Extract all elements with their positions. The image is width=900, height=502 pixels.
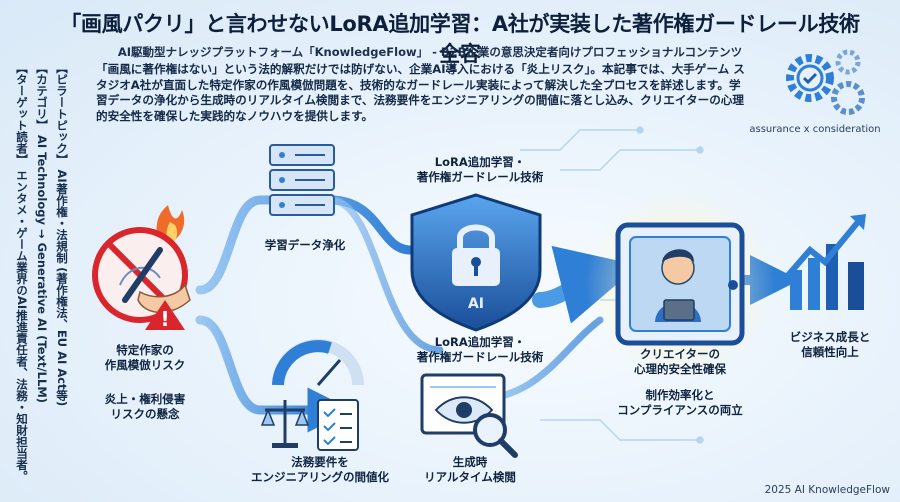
- label-flame: 炎上・権利侵害 リスクの懸念: [104, 392, 186, 421]
- label-lora-mid: LoRA追加学習・ 著作権ガードレール技術: [416, 335, 544, 364]
- page-subtitle: AI駆動型ナレッジプラットフォーム「KnowledgeFlow」 - B2B企業…: [117, 45, 743, 59]
- gears-caption: assurance x consideration: [749, 124, 881, 135]
- circuit-traces: [520, 126, 704, 444]
- label-legal: 法務要件を エンジニアリングの間値化: [251, 455, 389, 484]
- shield-ai-badge: AI: [468, 296, 484, 312]
- sidebar-target: 【ターゲット読者】 エンタメ・ゲーム業界のAI推進責任者、法務・知財担当者。: [15, 62, 29, 482]
- creator-safe-icon: [585, 190, 775, 380]
- label-realtime: 生成時 リアルタイム検閲: [424, 455, 516, 484]
- sidebar-category: 【カテゴリ】 AI Technology → Generative AI (Te…: [35, 62, 49, 404]
- shield-lock-icon: [410, 193, 542, 332]
- svg-text:!: !: [160, 307, 169, 331]
- copy-risk-icon: !: [92, 205, 191, 331]
- legal-icons: [260, 339, 364, 451]
- server-icon: [269, 144, 335, 216]
- label-growth: ビジネス成長と 信頼性向上: [789, 330, 871, 359]
- label-efficiency: 制作効率化と コンプライアンスの両立: [617, 388, 743, 417]
- gears-icon: [786, 49, 865, 115]
- sidebar-meta: 【ターゲット読者】 エンタメ・ゲーム業界のAI推進責任者、法務・知財担当者。 【…: [4, 62, 74, 498]
- realtime-scan-icon: [420, 373, 518, 458]
- label-lora-top: LoRA追加学習・ 著作権ガードレール技術: [416, 155, 544, 184]
- label-purify: 学習データ浄化: [264, 238, 346, 252]
- label-creator: クリエイターの 心理的安全性確保: [634, 347, 726, 376]
- article-summary: 「画風に著作権はない」という法的解釈だけでは防げない、企業AI導入における「炎上…: [96, 62, 745, 123]
- label-risk: 特定作家の 作風模倣リスク: [104, 343, 186, 372]
- sidebar-topic: 【ピラートピック】 AI著作権・法規制 (著作権法、EU AI Act等): [55, 62, 69, 407]
- page-title: 「画風パクリ」と言わせないLoRA追加学習：A社が実装した著作権ガードレール技術…: [60, 12, 860, 66]
- growth-chart-icon: [781, 214, 866, 310]
- footer-credit: 2025 AI KnowledgeFlow: [764, 484, 890, 496]
